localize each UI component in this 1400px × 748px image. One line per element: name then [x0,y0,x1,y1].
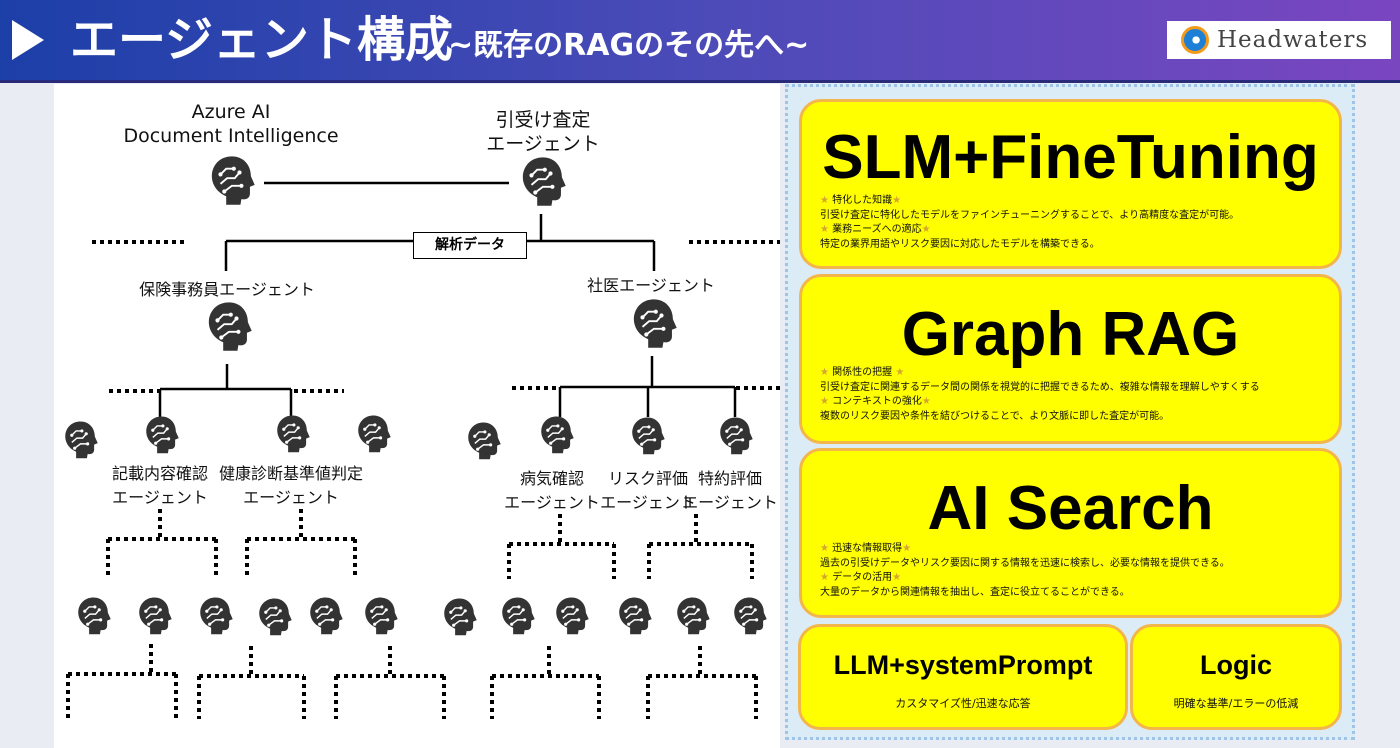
risk-eval-agent-label: リスク評価エージェント [600,469,696,512]
star-icon: ★ [820,367,829,378]
ai-agent-head-icon [556,597,589,635]
ai-search-card: AI Search ★ 迅速な情報取得★ 過去の引受けデータやリスク要因に関する… [799,448,1342,618]
search-line-2: 過去の引受けデータやリスク要因に関する情報を迅速に検索し、必要な情報を提供できる… [820,557,1230,569]
logo-text: Headwaters [1217,27,1369,53]
rider-eval-agent-label: 特約評価エージェント [682,469,778,512]
slm-card-title: SLM+FineTuning [822,123,1319,192]
search-point-heading: ★ データの活用★ [820,571,1230,586]
ai-agent-head-icon [208,302,252,351]
slm-card-text: ★ 特化した知識★ 引受け査定に特化したモデルをファインチューニングすることで、… [820,194,1239,252]
logic-card: Logic 明確な基準/エラーの低減 [1130,624,1342,730]
disease-check-agent-label: 病気確認エージェント [504,469,600,512]
llm-card-text: カスタマイズ性/迅速な応答 [895,697,1031,710]
entry-check-agent-label: 記載内容確認エージェント [111,464,209,507]
insurance-clerk-agent-label: 保険事務員エージェント [139,280,315,299]
ai-agent-head-icon [522,157,566,206]
headwaters-logo: Headwaters [1167,21,1391,59]
star-icon: ★ [921,224,931,235]
logo-mark-icon [1181,26,1209,54]
graph-rag-card: Graph RAG ★ 関係性の把握 ★ 引受け査定に関連するデータ間の関係を視… [799,274,1342,444]
ai-agent-head-icon [200,597,233,635]
search-line-4: 大量のデータから関連情報を抽出し、査定に役立てることができる。 [820,586,1130,598]
ai-agent-head-icon [677,597,710,635]
graph-line-3: コンテキストの強化 [832,396,922,407]
ai-agent-head-icon [541,416,574,454]
ai-agent-head-icon [259,598,292,636]
slm-line-3: 業務ニーズへの適応 [832,224,922,235]
search-card-title: AI Search [927,474,1214,543]
llm-systemprompt-card: LLM+systemPrompt カスタマイズ性/迅速な応答 [798,624,1128,730]
ai-agent-head-icon [619,597,652,635]
slm-point-heading: ★ 業務ニーズへの適応★ [820,223,1239,238]
star-icon: ★ [820,195,829,206]
logic-card-text: 明確な基準/エラーの低減 [1173,697,1299,710]
ai-agent-head-icon [365,597,398,635]
graph-point-heading: ★ 関係性の把握 ★ [820,366,1260,381]
header-bar: エージェント構成 ~既存のRAGのその先へ~ Headwaters [0,0,1400,80]
page-title: エージェント構成 [70,12,454,68]
company-doctor-agent-label: 社医エージェント [587,276,715,295]
underwriting-agent-label: 引受け査定エージェント [486,109,600,155]
play-arrow-icon [12,20,44,60]
parsed-data-box: 解析データ [413,232,527,259]
graph-line-1: 関係性の把握 [832,367,893,378]
star-icon: ★ [895,367,905,378]
ai-agent-head-icon [146,416,179,454]
agent-tree-diagram [65,156,780,719]
ai-agent-head-icon [444,598,477,636]
logic-card-title: Logic [1200,650,1272,680]
search-point-heading: ★ 迅速な情報取得★ [820,542,1230,557]
graph-point-heading: ★ コンテキストの強化★ [820,395,1260,410]
graph-card-text: ★ 関係性の把握 ★ 引受け査定に関連するデータ間の関係を視覚的に把握できるため… [820,366,1260,424]
star-icon: ★ [892,572,902,583]
graph-line-2: 引受け査定に関連するデータ間の関係を視覚的に把握できるため、複雑な情報を理解しや… [820,381,1260,393]
slm-line-2: 引受け査定に特化したモデルをファインチューニングすることで、より高精度な査定が可… [820,209,1240,221]
slm-finetuning-card: SLM+FineTuning ★ 特化した知識★ 引受け査定に特化したモデルをフ… [799,99,1342,269]
slm-line-4: 特定の業界用語やリスク要因に対応したモデルを構築できる。 [820,238,1100,250]
star-icon: ★ [820,224,829,235]
star-icon: ★ [820,572,829,583]
page-subtitle: ~既存のRAGのその先へ~ [448,28,810,63]
ai-agent-head-icon [502,597,535,635]
ai-agent-head-icon [734,597,767,635]
slm-point-heading: ★ 特化した知識★ [820,194,1239,209]
graph-card-title: Graph RAG [901,300,1240,369]
search-line-1: 迅速な情報取得 [832,543,903,554]
health-check-agent-label: 健康診断基準値判定エージェント [218,464,364,507]
ai-agent-head-icon [633,299,677,348]
search-card-text: ★ 迅速な情報取得★ 過去の引受けデータやリスク要因に関する情報を迅速に検索し、… [820,542,1230,600]
star-icon: ★ [820,543,829,554]
star-icon: ★ [921,396,931,407]
ai-agent-head-icon [720,417,753,455]
ai-agent-head-icon [277,415,310,453]
slm-line-1: 特化した知識 [832,195,893,206]
llm-card-title: LLM+systemPrompt [833,650,1093,680]
graph-line-4: 複数のリスク要因や条件を結びつけることで、より文脈に即した査定が可能。 [820,410,1170,422]
ai-agent-head-icon [358,415,391,453]
ai-agent-head-icon [468,422,501,460]
ai-agent-head-icon [310,597,343,635]
technology-panel: SLM+FineTuning ★ 特化した知識★ 引受け査定に特化したモデルをフ… [785,84,1355,740]
ai-agent-head-icon [78,597,111,635]
header-divider [0,80,1400,83]
star-icon: ★ [892,195,902,206]
search-line-3: データの活用 [832,572,893,583]
star-icon: ★ [820,396,829,407]
ai-agent-head-icon [65,421,98,459]
ai-agent-head-icon [632,417,665,455]
ai-agent-head-icon [211,156,255,205]
ai-agent-head-icon [139,597,172,635]
star-icon: ★ [902,543,912,554]
